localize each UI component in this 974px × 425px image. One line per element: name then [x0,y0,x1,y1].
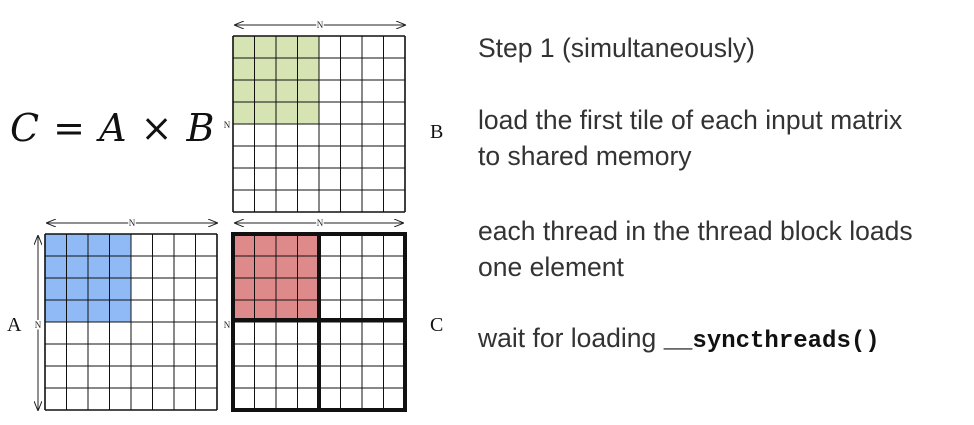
matrix-a-grid [44,233,218,411]
matrix-c: N N C [224,217,443,412]
equation-c-equals-a-times-b: C = A × B [10,106,216,150]
step-load-text: load the first tile of each input matrix… [478,102,902,174]
matrix-c-width-label: N [317,218,324,228]
matrix-c-tile-borders [231,232,407,412]
matrix-a-name: A [7,314,22,336]
matrix-a: N N A [7,217,218,411]
step-thread-line-2: one element [478,252,624,282]
matrix-a-width-label: N [129,218,136,228]
matrix-c-height-label: N [224,320,231,330]
step-title: Step 1 (simultaneously) [478,33,755,63]
matrix-a-height-label: N [35,320,42,330]
matrix-b-grid [232,35,406,213]
matrix-c-name: C [430,314,443,336]
step-thread-text: each thread in the thread block loads on… [478,213,913,285]
matrix-b: N N B [224,19,443,213]
matrix-b-width-label: N [317,20,324,30]
matrix-b-height-label: N [224,120,231,130]
step-load-line-2: to shared memory [478,141,692,171]
step-wait-label: wait for loading [478,323,664,353]
syncthreads-code: __syncthreads() [663,328,880,355]
step-thread-line-1: each thread in the thread block loads [478,216,913,246]
step-wait-text: wait for loading __syncthreads() [478,320,880,360]
step-load-line-1: load the first tile of each input matrix [478,105,903,135]
matrix-b-name: B [430,121,443,143]
